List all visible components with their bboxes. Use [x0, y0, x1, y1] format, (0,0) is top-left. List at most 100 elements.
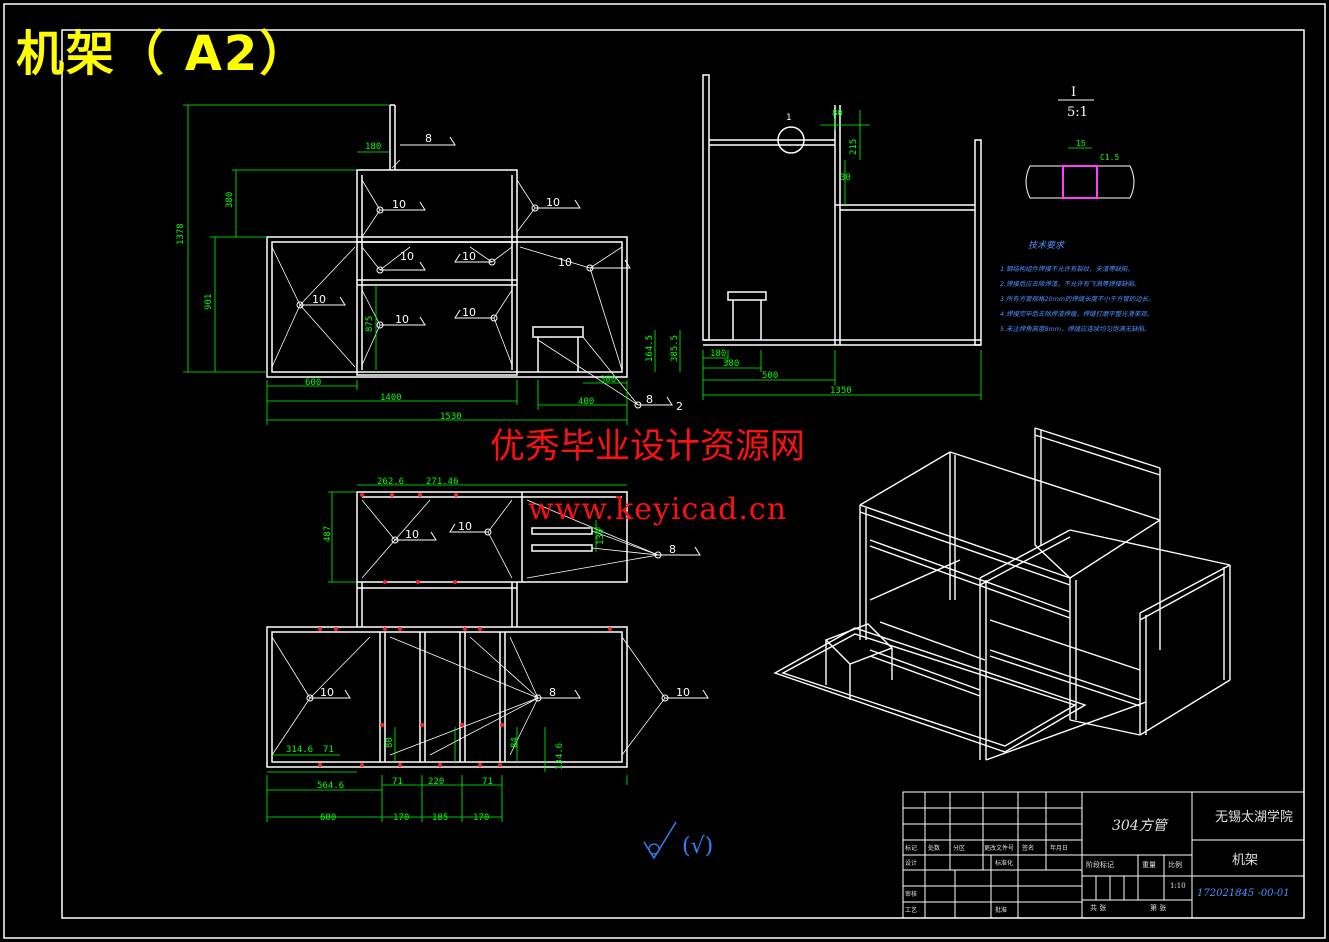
weld-size-label: 8: [646, 393, 653, 406]
dim-top-262: 262.6: [377, 477, 404, 487]
outer-border: [3, 3, 1326, 939]
title-block-grid: [902, 791, 1305, 919]
dim-side-215: 215: [849, 139, 859, 155]
weld-size-label: 10: [392, 198, 406, 211]
dim-front-600: 600: [305, 378, 321, 388]
weld-size-label: 10: [395, 313, 409, 326]
dim-side-1350: 1350: [830, 386, 852, 396]
weld-size-label: 8: [425, 132, 432, 145]
isometric-view: [773, 427, 1231, 761]
detail-i: I 5:1 15 C1.5: [1025, 85, 1135, 199]
tb-header-change: 更改文件号: [984, 845, 1015, 852]
dim-top-220: 220: [428, 777, 444, 787]
dim-top-170b: 170: [473, 813, 489, 823]
front-dimensions: [183, 104, 681, 425]
front-lower-frame: [266, 236, 628, 378]
scale-value: 1:10: [1170, 882, 1186, 890]
tb-process: 工艺: [905, 907, 918, 914]
tech-item: 4.焊接完毕后去除焊渣焊瘤，焊缝打磨平整光滑美观。: [1000, 310, 1154, 318]
dim-top-271: 271.46: [426, 477, 459, 487]
dim-front-901: 901: [204, 294, 214, 310]
top-weld-leaders: [271, 499, 666, 756]
tb-approve: 批准: [995, 907, 1008, 914]
weld-size-label: 10: [320, 686, 334, 699]
dim-front-1530: 1530: [440, 412, 462, 422]
top-weld-numbers: 10 10 8 10 8 10: [320, 520, 690, 699]
dim-front-400: 400: [578, 397, 594, 407]
tb-header-sign: 签名: [1022, 845, 1035, 852]
dim-front-385: 385.5: [670, 335, 680, 362]
weld-size-label: 10: [312, 293, 326, 306]
dim-front-164: 164.5: [645, 335, 655, 362]
front-view: [266, 104, 628, 378]
weld-size-label: 10: [462, 250, 476, 263]
dim-top-130: 130: [596, 529, 606, 545]
callout-1: 1: [786, 113, 791, 123]
dim-top-71: 71: [323, 745, 334, 755]
tb-header-zone: 分区: [953, 845, 966, 852]
tb-standard: 标准化: [995, 860, 1014, 867]
dim-top-134: 134.6: [555, 743, 565, 770]
watermark-site-name: 优秀毕业设计资源网: [490, 427, 806, 467]
dim-top-314: 314.6: [286, 745, 313, 755]
weld-size-label: 10: [676, 686, 690, 699]
roughness-note: (√): [682, 834, 714, 859]
weld-size-label: 8: [669, 543, 676, 556]
dim-front-380: 380: [225, 192, 235, 208]
tb-header-date: 年月日: [1050, 845, 1069, 852]
tb-header-count: 处数: [928, 845, 941, 852]
dim-side-180: 180: [710, 349, 726, 359]
tech-item: 1.钢结构组件焊接不允许有裂纹、夹渣等缺陷。: [1000, 265, 1134, 273]
tech-requirements-heading: 技术要求: [1028, 241, 1065, 251]
front-upper-frame: [356, 169, 518, 376]
front-weld-symbols: [296, 136, 673, 409]
dim-top-71c: 71: [482, 777, 493, 787]
drawing-title: 机架（ A2）: [16, 26, 310, 82]
dim-side-30: 30: [840, 173, 851, 183]
roughness-symbol: (√): [640, 820, 750, 870]
stage-label: 阶段标记: [1086, 861, 1114, 869]
tech-item: 2.焊接后应去除焊渣，不允许有飞溅等焊接缺陷。: [1000, 280, 1141, 288]
dim-top-71b: 71: [392, 777, 403, 787]
watermark-url[interactable]: www.keyicad.cn: [528, 492, 788, 527]
dim-top-80: 80: [385, 737, 395, 748]
side-dimensions: [702, 110, 982, 400]
part-name: 机架: [1232, 853, 1259, 868]
dim-top-185: 185: [432, 813, 448, 823]
sheets-total: 共 张: [1090, 904, 1107, 912]
material-label: 304方管: [1112, 818, 1167, 834]
weld-size-label: 10: [558, 256, 572, 269]
tech-requirements-list: 1.钢结构组件焊接不允许有裂纹、夹渣等缺陷。 2.焊接后应去除焊渣，不允许有飞溅…: [1000, 262, 1155, 337]
dim-side-80: 80: [832, 109, 843, 119]
side-view: [702, 74, 982, 346]
detail-tube-section: [1062, 165, 1098, 199]
dim-front-1400: 1400: [380, 393, 402, 403]
weld-size-label: 10: [458, 520, 472, 533]
dim-front-1378: 1378: [176, 223, 186, 245]
dim-side-380: 380: [723, 359, 739, 369]
roughness-check-icon: [643, 821, 677, 860]
weld-size-label: 8: [549, 686, 556, 699]
tb-review: 审核: [905, 891, 918, 898]
dim-top-170: 170: [393, 813, 409, 823]
sheet-number: 第 张: [1150, 904, 1167, 912]
dim-top-600: 600: [320, 813, 336, 823]
top-weld-dots: [318, 493, 612, 767]
front-weld-leaders: [271, 159, 639, 406]
top-labels: 262.6 271.46 487 130 314.6 71 564.6 600 …: [286, 477, 606, 823]
dim-top-487: 487: [323, 526, 333, 542]
tb-header-mark: 标记: [905, 845, 918, 852]
detail-dim-15: 15: [1076, 139, 1086, 148]
side-labels: 180 380 500 1350 80 215 30 1: [710, 109, 859, 396]
school-name: 无锡太湖学院: [1215, 810, 1294, 825]
top-weld-symbols: [306, 523, 709, 702]
drawing-number: 172021845 -00-01: [1197, 888, 1290, 899]
dim-side-500: 500: [762, 371, 778, 381]
dim-top-564: 564.6: [317, 781, 344, 791]
tech-item: 5.未注焊角高度8mm，焊缝应连续均匀饱满无缺陷。: [1000, 325, 1151, 333]
top-view: [266, 491, 628, 768]
weld-size-label: 10: [546, 196, 560, 209]
dim-top-84: 84: [510, 737, 520, 748]
